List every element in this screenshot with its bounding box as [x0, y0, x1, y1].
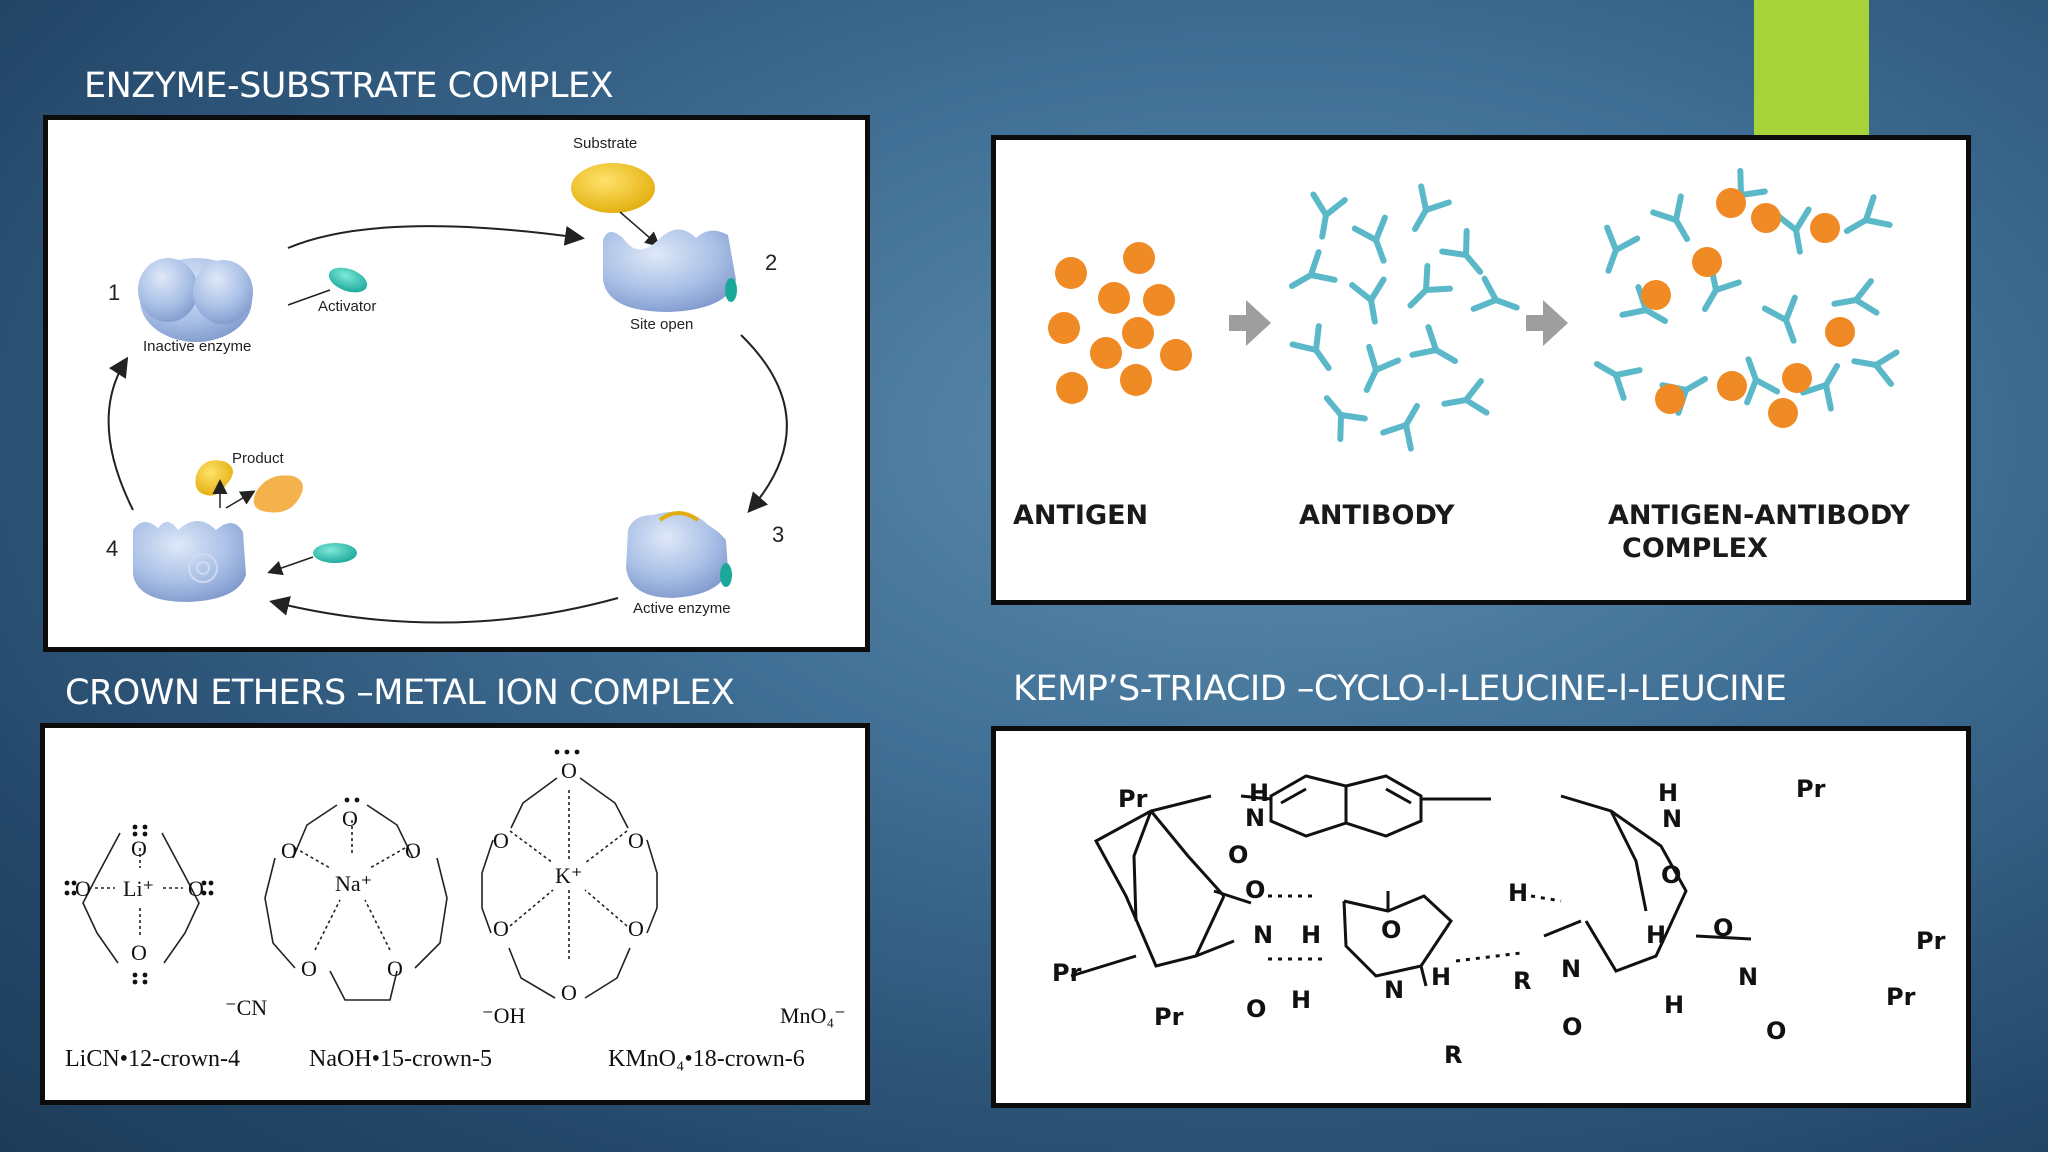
label-antigen: ANTIGEN: [1013, 500, 1149, 531]
crown5-cation: Na⁺: [335, 871, 373, 896]
crown4-anion: ⁻CN: [225, 995, 268, 1020]
label-activator: Activator: [318, 298, 377, 315]
accent-bar: [1754, 0, 1869, 135]
kemp-h-left: H: [1249, 779, 1270, 807]
kemp-pr-top-right: Pr: [1796, 775, 1826, 803]
label-complex-line2: COMPLEX: [1622, 533, 1768, 564]
kemp-h-1: H: [1301, 921, 1322, 949]
crown6-anion: MnO₄⁻: [780, 1003, 846, 1028]
label-product: Product: [232, 450, 284, 467]
crown6-cation: K⁺: [555, 863, 583, 888]
activator-shape: [328, 267, 368, 293]
crown5-oxygen-bottom-left: O: [301, 956, 317, 981]
kemp-o-3: O: [1381, 916, 1402, 944]
label-antibody: ANTIBODY: [1299, 500, 1455, 531]
inactive-enzyme-shape: [138, 258, 253, 342]
heading-enzyme-substrate: ENZYME-SUBSTRATE COMPLEX: [84, 66, 614, 106]
label-inactive-enzyme: Inactive enzyme: [143, 338, 252, 355]
kemps-triacid-figure: Pr H N H N Pr O O N H O H R N H O O Pr P…: [991, 726, 1971, 1108]
kemp-h-right: H: [1658, 779, 1679, 807]
cycle-arrow-1: [287, 225, 585, 249]
kemp-pr-left: Pr: [1052, 959, 1082, 987]
kemp-n-h-1: N: [1253, 921, 1274, 949]
kemp-o-8: O: [1766, 1017, 1787, 1045]
active-enzyme-shape: [626, 511, 732, 598]
kemp-h-3: H: [1291, 986, 1312, 1014]
label-active-enzyme: Active enzyme: [633, 600, 731, 617]
arrow-right-2: [1526, 300, 1568, 346]
crown6-oxygen-upper-right: O: [628, 828, 644, 853]
substrate-shape: [571, 163, 655, 213]
step-number-4: 4: [106, 536, 119, 561]
kemp-pr-bottom-right: Pr: [1886, 983, 1916, 1011]
kemp-pr-bottom-left: Pr: [1154, 1003, 1184, 1031]
label-substrate: Substrate: [573, 135, 638, 152]
crown-ethers-figure: O O O O Li⁺ O O O O O Na⁺ O O O O O O K⁺…: [40, 723, 870, 1105]
kemp-n-left: N: [1245, 804, 1266, 832]
crown6-oxygen-lower-left: O: [493, 916, 509, 941]
step-number-1: 1: [108, 280, 121, 305]
kemp-pr-right: Pr: [1916, 927, 1946, 955]
cycle-arrow-4: [107, 356, 134, 511]
crown4-oxygen-left: O: [75, 876, 91, 901]
caption-12-crown-4: LiCN•12-crown-4: [65, 1046, 241, 1072]
enzyme-substrate-figure: Substrate Activator Inactive enzyme Site…: [43, 115, 870, 652]
kemp-o-2: O: [1245, 876, 1266, 904]
crown5-oxygen-top: O: [342, 806, 358, 831]
step-number-3: 3: [772, 522, 785, 547]
product-shape-1: [195, 460, 233, 496]
released-activator-shape: [313, 543, 357, 563]
kemp-o-5: O: [1661, 861, 1682, 889]
kemp-o-6: O: [1246, 995, 1267, 1023]
kemp-n-2: N: [1384, 976, 1405, 1004]
step-number-2: 2: [765, 250, 778, 275]
antibody-cluster: [1284, 186, 1522, 448]
label-site-open: Site open: [630, 316, 694, 333]
crown4-oxygen-bottom: O: [131, 940, 147, 965]
kemp-h-4: H: [1431, 963, 1452, 991]
kemp-r-bottom: R: [1444, 1041, 1463, 1069]
label-complex-line1: ANTIGEN-ANTIBODY: [1608, 500, 1910, 531]
crown5-anion: ⁻OH: [482, 1003, 526, 1028]
kemp-n-right: N: [1662, 805, 1683, 833]
cycle-arrow-2: [740, 334, 788, 514]
site-open-enzyme-shape: [603, 229, 737, 312]
crown5-oxygen-bottom-right: O: [387, 956, 403, 981]
crown5-oxygen-right: O: [405, 838, 421, 863]
crown4-oxygen-top: O: [131, 836, 147, 861]
kemp-h-2: H: [1646, 921, 1667, 949]
crown6-oxygen-bottom: O: [561, 980, 577, 1005]
crown6-oxygen-top: O: [561, 758, 577, 783]
kemp-o-1: O: [1228, 841, 1249, 869]
crown6-oxygen-lower-right: O: [628, 916, 644, 941]
kemp-r-center: R: [1513, 967, 1532, 995]
kemp-n-3: N: [1738, 963, 1759, 991]
crown4-oxygen-right: O: [188, 876, 204, 901]
product-shape-2: [253, 475, 303, 513]
crown4-cation: Li⁺: [123, 876, 155, 901]
kemp-o-4: O: [1713, 914, 1734, 942]
caption-15-crown-5: NaOH•15-crown-5: [309, 1046, 493, 1072]
cycle-arrow-3: [269, 596, 619, 624]
product-enzyme-shape: [133, 521, 246, 602]
kemp-o-7: O: [1562, 1013, 1583, 1041]
antigen-antibody-figure: ANTIGEN ANTIBODY ANTIGEN-ANTIBODY COMPLE…: [991, 135, 1971, 605]
kemp-h-5: H: [1664, 991, 1685, 1019]
antigen-antibody-complex: [1589, 171, 1897, 428]
crown6-oxygen-upper-left: O: [493, 828, 509, 853]
antigen-dots: [1048, 242, 1192, 404]
caption-18-crown-6: KMnO₄•18-crown-6: [608, 1046, 805, 1072]
heading-crown-ethers: CROWN ETHERS –METAL ION COMPLEX: [65, 673, 735, 713]
kemp-h-center: H: [1508, 879, 1529, 907]
heading-kemps-triacid: KEMP’S-TRIACID –CYCLO-l-LEUCINE-l-LEUCIN…: [1013, 669, 1787, 709]
kemp-pr-top-left: Pr: [1118, 785, 1148, 813]
arrow-right-1: [1229, 300, 1271, 346]
crown5-oxygen-left: O: [281, 838, 297, 863]
kemp-n-center: N: [1561, 955, 1582, 983]
